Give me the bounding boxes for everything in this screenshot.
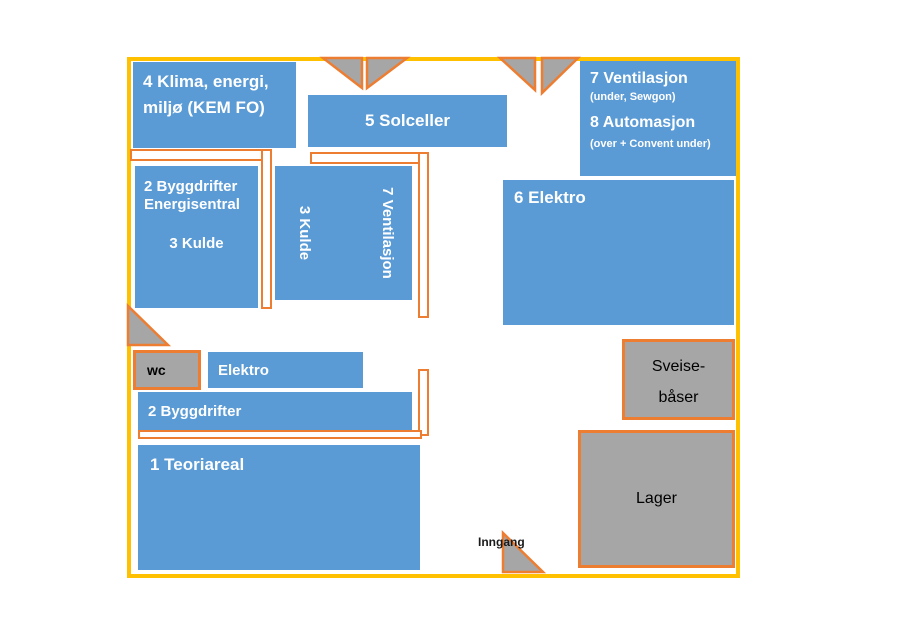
room-label: wc bbox=[147, 362, 166, 378]
wall-strip-vertical-mid bbox=[418, 152, 429, 318]
room-label: 7 Ventilasjon bbox=[590, 70, 688, 87]
room-sublabel: (over + Convent under) bbox=[590, 138, 711, 150]
room-wc: wc bbox=[133, 350, 201, 390]
room-label: 3 Kulde bbox=[169, 235, 224, 252]
room-label: båser bbox=[658, 389, 699, 406]
room-label: 2 Byggdrifter bbox=[144, 178, 238, 195]
room-byggdrifter-2: 2 Byggdrifter bbox=[138, 392, 412, 430]
room-teoriareal: 1 Teoriareal bbox=[138, 445, 420, 570]
room-kulde-ventilasjon: 3 Kulde 7 Ventilasjon bbox=[275, 166, 412, 300]
room-label: Energisentral bbox=[144, 196, 240, 213]
room-label-vertical: 3 Kulde bbox=[296, 205, 313, 261]
room-klima-energi-miljo: 4 Klima, energi, miljø (KEM FO) bbox=[133, 62, 296, 148]
room-label: Lager bbox=[636, 490, 677, 507]
wall-strip-vertical-lower bbox=[418, 369, 429, 436]
room-label: Sveise- bbox=[651, 358, 706, 375]
room-label: 8 Automasjon bbox=[590, 114, 696, 131]
wall-strip-horizontal-lower bbox=[138, 430, 422, 439]
wall-strip-vertical-left bbox=[261, 149, 272, 309]
room-label: 4 Klima, energi, bbox=[143, 72, 269, 91]
entrance-label: Inngang bbox=[478, 535, 525, 549]
room-elektro-6: 6 Elektro bbox=[503, 180, 734, 325]
room-solceller: 5 Solceller bbox=[308, 95, 507, 147]
room-label: 5 Solceller bbox=[364, 111, 451, 130]
wall-strip-top-mid bbox=[310, 152, 429, 164]
room-label: miljø (KEM FO) bbox=[143, 98, 265, 117]
room-label: 6 Elektro bbox=[514, 188, 586, 207]
room-label: Elektro bbox=[218, 361, 269, 379]
room-elektro-small: Elektro bbox=[208, 352, 363, 388]
room-byggdrifter-energisentral: 2 Byggdrifter Energisentral 3 Kulde bbox=[135, 166, 258, 308]
room-label-vertical: 7 Ventilasjon bbox=[379, 187, 396, 279]
room-ventilasjon-automasjon: 7 Ventilasjon (under, Sewgon) 8 Automasj… bbox=[580, 61, 736, 176]
room-sveisebaser: Sveise- båser bbox=[622, 339, 735, 420]
room-label: 2 Byggdrifter bbox=[148, 402, 242, 420]
wall-strip-top-left bbox=[130, 149, 263, 161]
room-lager: Lager bbox=[578, 430, 735, 568]
room-label: 1 Teoriareal bbox=[150, 455, 245, 474]
room-sublabel: (under, Sewgon) bbox=[590, 91, 676, 103]
